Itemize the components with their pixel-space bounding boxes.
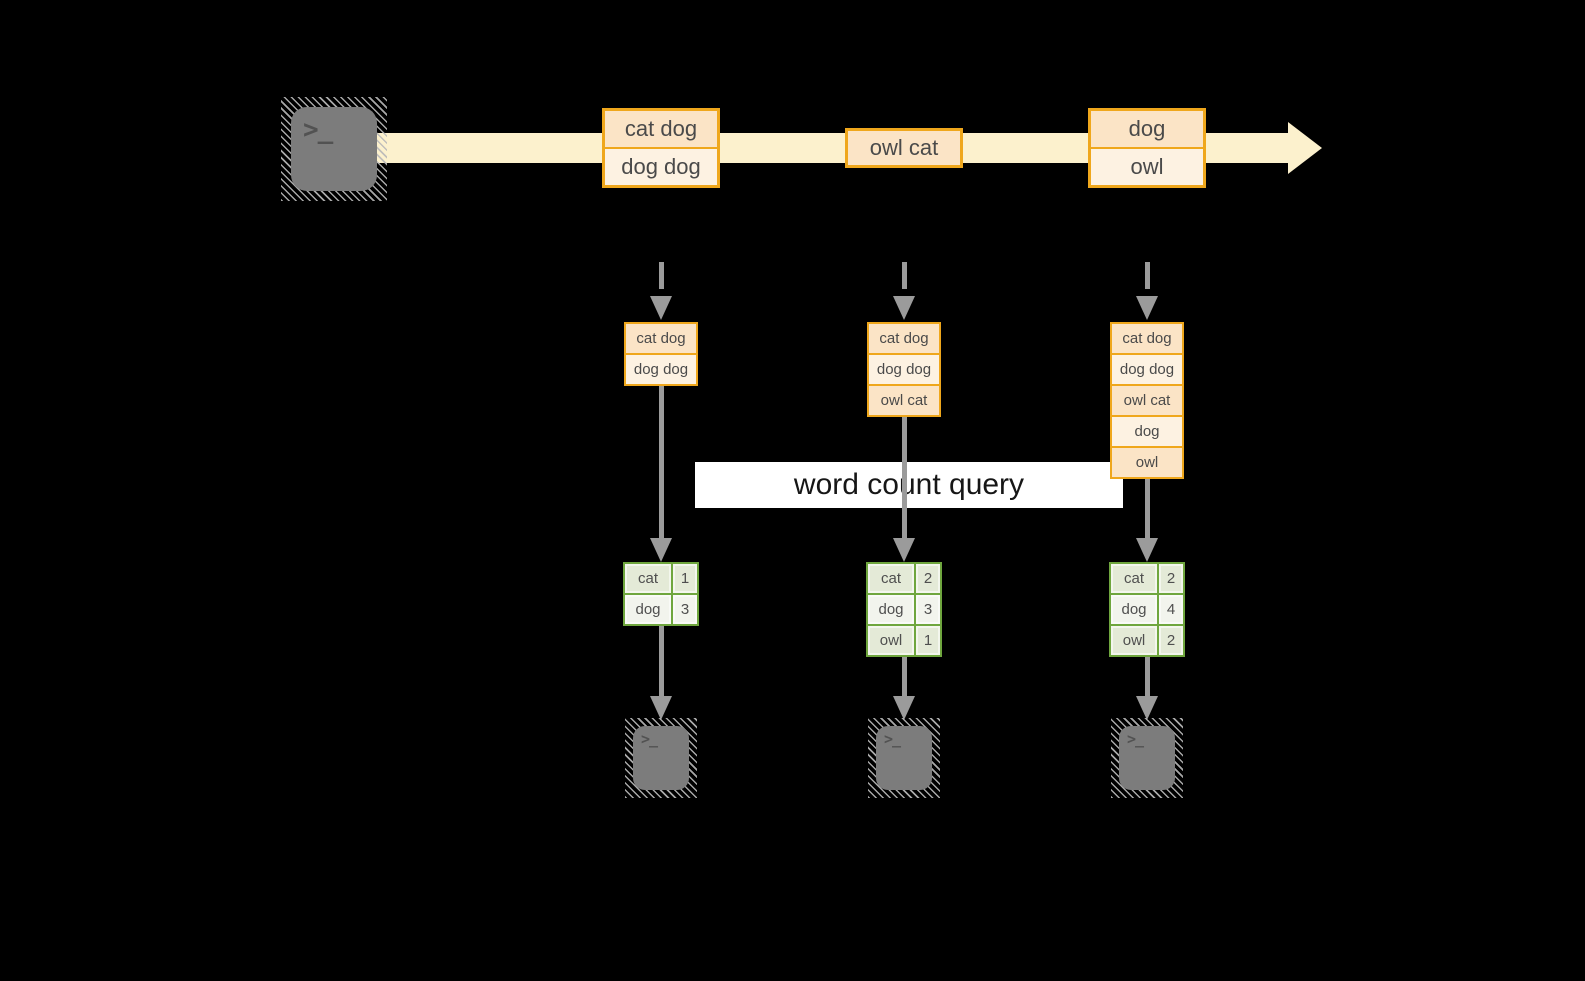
stream-arrow-head-icon [1288, 122, 1322, 174]
count-cell: 2 [916, 564, 940, 593]
stream-batch-box-3: dog owl [1088, 108, 1206, 188]
word-cell: dog [625, 595, 671, 624]
state-line: dog [1112, 417, 1182, 446]
result-arrow-line-3 [1145, 657, 1150, 698]
state-arrow-line-2 [902, 417, 907, 540]
dashed-arrow-line-1 [659, 262, 664, 289]
word-cell: dog [1111, 595, 1157, 624]
result-arrow-line-2 [902, 657, 907, 698]
word-cell: dog [868, 595, 914, 624]
state-line: cat dog [626, 324, 696, 353]
terminal-screen: >_ [1119, 726, 1175, 790]
batch-line: owl [1091, 149, 1203, 185]
result-arrow-head-icon-2 [893, 696, 915, 720]
state-line: dog dog [626, 355, 696, 384]
state-box-2: cat dog dog dog owl cat [867, 322, 941, 417]
count-cell: 1 [673, 564, 697, 593]
state-line: owl [1112, 448, 1182, 477]
count-cell: 3 [916, 595, 940, 624]
stream-batch-box-1: cat dog dog dog [602, 108, 720, 188]
state-arrow-line-3 [1145, 479, 1150, 540]
dashed-arrow-line-3 [1145, 262, 1150, 289]
output-terminal-icon-3: >_ [1111, 718, 1183, 798]
query-label: word count query [793, 468, 1025, 501]
count-cell: 3 [673, 595, 697, 624]
query-label-box: word count query [695, 462, 1123, 508]
terminal-prompt-icon: >_ [303, 115, 333, 145]
state-arrow-head-icon-2 [893, 538, 915, 562]
result-table-2: cat 2 dog 3 owl 1 [866, 562, 942, 657]
output-terminal-icon-1: >_ [625, 718, 697, 798]
dashed-arrow-head-icon-2 [893, 296, 915, 320]
batch-line: dog dog [605, 149, 717, 185]
dashed-arrow-head-icon-3 [1136, 296, 1158, 320]
word-cell: owl [868, 626, 914, 655]
result-table-1: cat 1 dog 3 [623, 562, 699, 626]
count-cell: 4 [1159, 595, 1183, 624]
result-arrow-head-icon-3 [1136, 696, 1158, 720]
dashed-arrow-head-icon-1 [650, 296, 672, 320]
batch-line: cat dog [605, 111, 717, 147]
terminal-screen: >_ [876, 726, 932, 790]
state-line: owl cat [1112, 386, 1182, 415]
state-line: dog dog [869, 355, 939, 384]
terminal-screen: >_ [291, 107, 377, 191]
state-arrow-head-icon-1 [650, 538, 672, 562]
result-table-3: cat 2 dog 4 owl 2 [1109, 562, 1185, 657]
terminal-prompt-icon: >_ [1127, 730, 1144, 748]
result-arrow-line-1 [659, 626, 664, 698]
state-line: cat dog [869, 324, 939, 353]
word-cell: cat [625, 564, 671, 593]
word-cell: cat [1111, 564, 1157, 593]
stream-batch-box-2: owl cat [845, 128, 963, 168]
count-cell: 1 [916, 626, 940, 655]
word-cell: cat [868, 564, 914, 593]
state-arrow-line-1 [659, 386, 664, 540]
terminal-prompt-icon: >_ [884, 730, 901, 748]
source-terminal-icon: >_ [281, 97, 387, 201]
state-line: owl cat [869, 386, 939, 415]
result-arrow-head-icon-1 [650, 696, 672, 720]
state-box-3: cat dog dog dog owl cat dog owl [1110, 322, 1184, 479]
word-cell: owl [1111, 626, 1157, 655]
terminal-screen: >_ [633, 726, 689, 790]
terminal-prompt-icon: >_ [641, 730, 658, 748]
state-box-1: cat dog dog dog [624, 322, 698, 386]
output-terminal-icon-2: >_ [868, 718, 940, 798]
state-line: dog dog [1112, 355, 1182, 384]
dashed-arrow-line-2 [902, 262, 907, 289]
state-arrow-head-icon-3 [1136, 538, 1158, 562]
state-line: cat dog [1112, 324, 1182, 353]
count-cell: 2 [1159, 626, 1183, 655]
batch-line: owl cat [848, 131, 960, 165]
count-cell: 2 [1159, 564, 1183, 593]
batch-line: dog [1091, 111, 1203, 147]
